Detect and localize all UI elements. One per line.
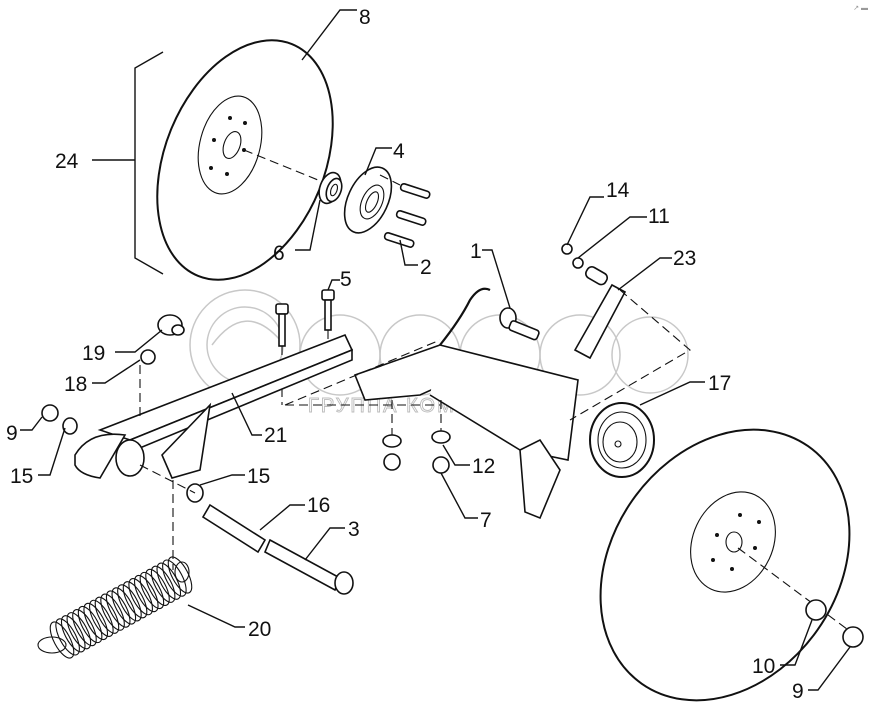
hub-bolts [379, 174, 431, 248]
sleeve [201, 503, 267, 554]
spring-coil [128, 578, 153, 616]
spring-coil [100, 593, 125, 631]
callout-labels: 8 24 4 6 2 5 14 11 23 1 19 18 17 9 15 21… [6, 6, 804, 703]
callout-1: 1 [470, 240, 482, 263]
spring-coil [150, 565, 176, 603]
callout-8: 8 [359, 6, 371, 29]
nut-small [572, 257, 584, 269]
arm [74, 333, 354, 479]
callout-10: 10 [752, 655, 775, 678]
disc-upper [156, 39, 334, 281]
callout-11: 11 [648, 205, 670, 228]
spring-hook [37, 636, 67, 654]
spring-coil [139, 571, 165, 610]
callout-21: 21 [264, 424, 287, 447]
bushing-left [62, 417, 78, 435]
hub-flange [343, 166, 393, 234]
depth-wheel-cap [589, 402, 655, 478]
spring-coil [83, 602, 109, 641]
callout-5: 5 [340, 268, 352, 291]
bearing [318, 171, 343, 205]
scraper [573, 266, 627, 360]
callout-2: 2 [420, 256, 432, 279]
callout-23: 23 [673, 247, 696, 270]
disc-lower [599, 428, 851, 702]
grease-cap [157, 314, 185, 336]
callout-19: 19 [82, 342, 105, 365]
callout-7: 7 [480, 509, 492, 532]
corner-mark: ↗ ▬ [853, 5, 868, 12]
callout-15-left: 15 [10, 465, 33, 488]
callout-18: 18 [64, 373, 87, 396]
shoulder-bolt [499, 307, 540, 341]
callout-9-left: 9 [6, 422, 18, 445]
spring-coil [60, 615, 86, 653]
callout-14: 14 [606, 179, 630, 202]
spring-coil [145, 568, 170, 606]
spring-coil [133, 574, 159, 613]
spring-coil [117, 584, 142, 622]
spring-coil [94, 596, 120, 634]
nut-left [41, 404, 59, 422]
callout-3: 3 [348, 518, 360, 541]
bracket-24 [134, 51, 164, 275]
callout-17: 17 [708, 372, 731, 395]
spring-coil [111, 587, 137, 625]
callout-12: 12 [472, 455, 495, 478]
pivot-bolt [263, 538, 354, 595]
grease-nipple [140, 349, 156, 365]
spring-coil [77, 605, 103, 644]
callout-20: 20 [248, 618, 271, 641]
spring-coil [72, 609, 97, 647]
spring-coil [105, 590, 131, 628]
spring-coil [66, 612, 92, 650]
spring-coil [55, 618, 80, 656]
callout-9-disc: 9 [792, 680, 804, 703]
callout-24: 24 [55, 150, 79, 173]
spring-hook [174, 561, 190, 583]
spring-coil [167, 556, 193, 594]
nut-disc [842, 626, 864, 648]
spring [37, 556, 193, 659]
spring-coil [162, 559, 187, 597]
callout-4: 4 [393, 140, 405, 163]
callout-15: 15 [247, 465, 270, 488]
washer-small [561, 243, 573, 255]
callout-16: 16 [307, 494, 330, 517]
spring-coil [122, 581, 148, 619]
callout-6: 6 [273, 242, 285, 265]
washers-nuts [382, 400, 451, 474]
spring-coil [49, 621, 75, 659]
leaders [20, 9, 851, 691]
spring-coil [89, 599, 114, 637]
mount-bracket [353, 287, 579, 520]
washer-disc [805, 599, 827, 621]
